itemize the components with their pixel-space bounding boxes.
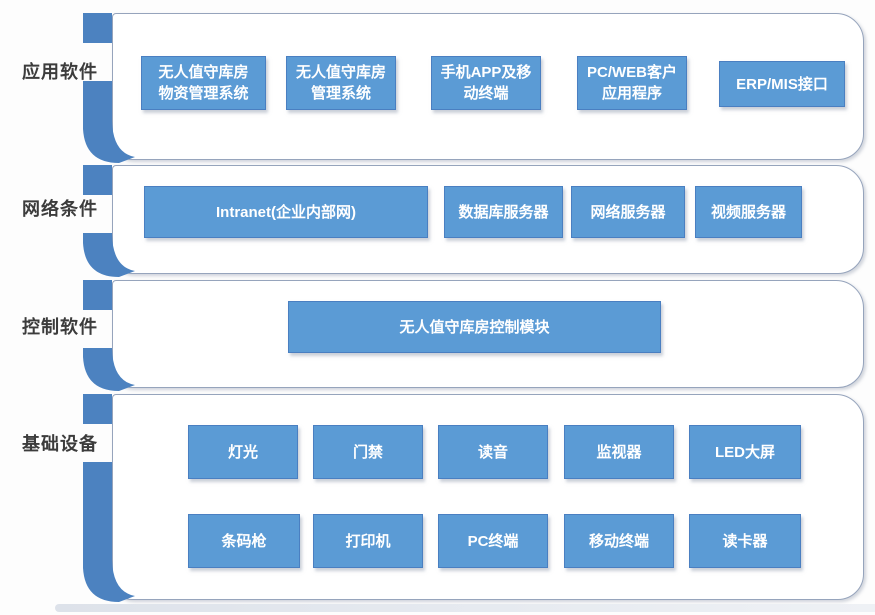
node-card-reader: 读卡器 — [689, 514, 801, 568]
layer-band-network-conditions: Intranet(企业内部网) 数据库服务器 网络服务器 视频服务器 — [112, 165, 864, 274]
layer-band-control-software: 无人值守库房控制模块 — [112, 280, 864, 388]
node-pc-terminal: PC终端 — [438, 514, 548, 568]
node-access-control: 门禁 — [313, 425, 423, 479]
layer-label-control-software: 控制软件 — [22, 317, 98, 337]
node-printer: 打印机 — [313, 514, 423, 568]
node-pc-web-client: PC/WEB客户 应用程序 — [577, 56, 687, 110]
node-unattended-warehouse-control-module: 无人值守库房控制模块 — [288, 301, 661, 353]
node-audio: 读音 — [438, 425, 548, 479]
layer-label-application-software: 应用软件 — [22, 62, 98, 82]
layer-label-network-conditions: 网络条件 — [22, 199, 98, 219]
band-bracket — [83, 13, 135, 163]
node-lighting: 灯光 — [188, 425, 298, 479]
node-network-server: 网络服务器 — [571, 186, 685, 238]
node-intranet: Intranet(企业内部网) — [144, 186, 428, 238]
node-mobile-terminal: 移动终端 — [564, 514, 674, 568]
node-barcode-gun: 条码枪 — [188, 514, 300, 568]
node-mobile-app-terminal: 手机APP及移 动终端 — [431, 56, 541, 110]
node-database-server: 数据库服务器 — [444, 186, 563, 238]
band-bracket — [83, 165, 135, 277]
node-erp-mis-interface: ERP/MIS接口 — [719, 61, 845, 107]
band-bracket — [83, 280, 135, 391]
node-led-screen: LED大屏 — [689, 425, 801, 479]
band-bracket — [83, 394, 135, 602]
layer-band-application-software: 无人值守库房 物资管理系统 无人值守库房 管理系统 手机APP及移 动终端 PC… — [112, 13, 864, 160]
node-video-server: 视频服务器 — [695, 186, 802, 238]
node-monitor: 监视器 — [564, 425, 674, 479]
page-edge-shadow — [55, 604, 875, 612]
layer-label-basic-equipment: 基础设备 — [22, 434, 98, 454]
node-unattended-warehouse-material-mgmt: 无人值守库房 物资管理系统 — [141, 56, 266, 110]
layer-band-basic-equipment: 灯光 门禁 读音 监视器 LED大屏 条码枪 打印机 PC终端 移动终端 读卡器 — [112, 394, 864, 600]
node-unattended-warehouse-mgmt: 无人值守库房 管理系统 — [286, 56, 396, 110]
